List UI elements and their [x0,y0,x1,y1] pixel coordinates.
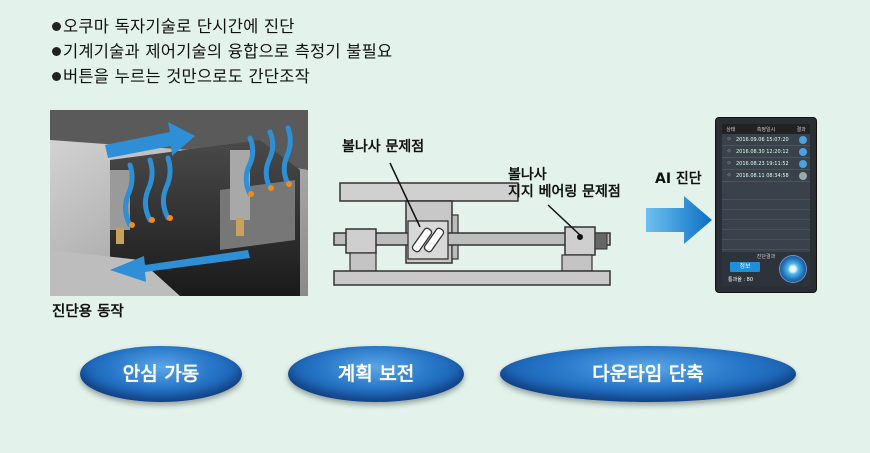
row-date: 2016.08.11 [736,172,765,179]
diagnosis-terminal: 상태 측정일시 결과 ⁘ 2016.09.06 15:07:20 ⁘ 2016.08… [716,118,816,292]
row-date: 2016.09.06 [736,136,765,143]
result-panel: 진단결과 정보 통과율 : 80 [722,252,810,286]
ballscrew-diagram: 볼나사 문제점 볼나사 지지 베어링 문제점 [330,125,621,295]
ballscrew-drawing [333,162,611,286]
row-date: 2016.08.30 [736,148,765,155]
right-arrow-icon [646,196,712,248]
terminal-screen: 상태 측정일시 결과 ⁘ 2016.09.06 15:07:20 ⁘ 2016.08… [722,124,810,286]
result-panel-title: 진단결과 [756,254,776,260]
machine-illustration [50,110,308,296]
status-icon: ⁘ [726,160,732,167]
info-button[interactable]: 정보 [730,262,760,272]
feature-text: 버튼을 누르는 것만으로도 간단조작 [63,67,311,86]
feature-bullet-list: 오쿠마 독자기술로 단시간에 진단 기계기술과 제어기술의 융합으로 측정기 불… [52,14,392,89]
result-icon [799,135,807,144]
list-item[interactable]: ⁘ 2016.08.11 08:34:58 [722,170,810,182]
pass-rate-text: 통과율 : 80 [728,277,754,283]
list-item[interactable]: ⁘ 2016.08.23 19:11:52 [722,158,810,170]
bearing-label-line1: 볼나사 [508,167,547,183]
empty-list-area [722,190,810,252]
status-icon: ⁘ [726,172,732,179]
list-item[interactable]: ⁘ 2016.08.30 12:20:12 [722,146,810,158]
status-icon: ⁘ [726,148,732,155]
result-icon [799,147,807,156]
machine-photo [50,110,308,296]
planned-maintenance-button[interactable]: 계획 보전 [288,346,464,402]
status-icon: ⁘ [726,136,732,143]
row-time: 12:20:12 [766,148,789,155]
downtime-reduction-button[interactable]: 다운타임 단축 [500,346,796,402]
row-date: 2016.08.23 [736,160,765,167]
row-time: 15:07:20 [766,136,789,143]
bullet-dot-icon [52,22,61,31]
feature-bullet: 버튼을 누르는 것만으로도 간단조작 [52,64,392,89]
safe-operation-button[interactable]: 안심 가동 [80,346,242,402]
feature-text: 기계기술과 제어기술의 융합으로 측정기 불필요 [63,42,393,61]
feature-bullet: 기계기술과 제어기술의 융합으로 측정기 불필요 [52,39,392,64]
feature-text: 오쿠마 독자기술로 단시간에 진단 [63,17,295,36]
result-icon [799,171,807,180]
result-icon [799,159,807,168]
feature-bullet: 오쿠마 독자기술로 단시간에 진단 [52,14,392,39]
bullet-dot-icon [52,47,61,56]
column-header: 측정일시 [756,126,776,133]
list-item[interactable]: ⁘ 2016.09.06 15:07:20 [722,134,810,146]
bullet-dot-icon [52,72,61,81]
screen-header: 상태 측정일시 결과 [722,124,810,134]
photo-caption: 진단용 동작 [52,304,124,320]
row-time: 19:11:52 [766,160,789,167]
ballscrew-problem-label: 볼나사 문제점 [342,139,425,155]
bearing-label-line2: 지지 베어링 문제점 [508,184,621,200]
row-time: 08:34:58 [766,172,789,179]
gauge-dial-icon[interactable] [780,256,806,282]
ai-diagnosis-label: AI 진단 [655,171,702,187]
column-header: 상태 [726,126,736,133]
column-header: 결과 [796,126,806,133]
